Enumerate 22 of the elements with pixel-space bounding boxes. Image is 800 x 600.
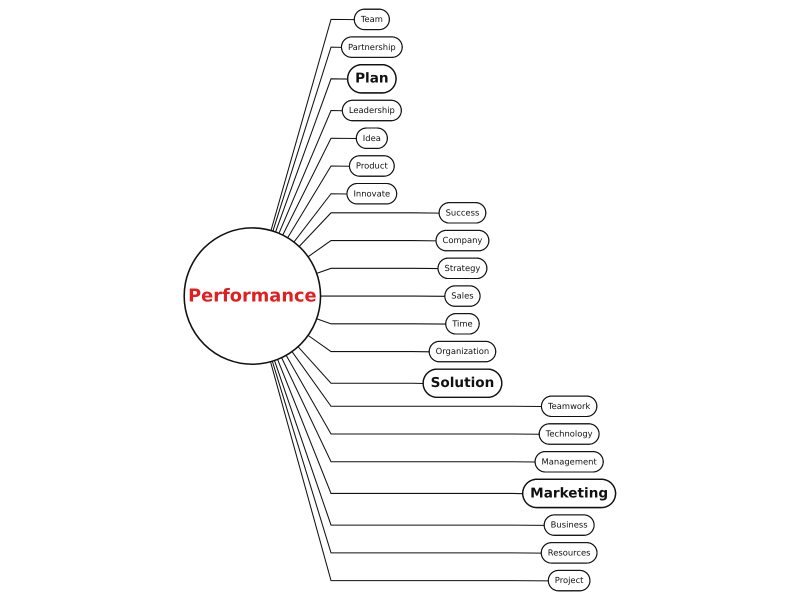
connector bbox=[282, 138, 357, 236]
connector bbox=[298, 212, 440, 247]
connector bbox=[308, 240, 436, 258]
connector bbox=[316, 268, 438, 274]
connector bbox=[286, 355, 540, 435]
connector bbox=[270, 18, 355, 231]
node-circle: Performance bbox=[184, 227, 322, 366]
connector bbox=[277, 359, 524, 494]
connector bbox=[294, 193, 348, 242]
connector bbox=[275, 78, 348, 232]
connector bbox=[308, 334, 430, 352]
connector bbox=[292, 351, 542, 408]
connector bbox=[320, 296, 446, 297]
connector bbox=[278, 110, 343, 234]
connector bbox=[298, 346, 424, 384]
connector bbox=[272, 361, 542, 554]
connector bbox=[274, 360, 545, 526]
connector bbox=[281, 357, 536, 463]
connector bbox=[272, 46, 342, 232]
connector bbox=[287, 165, 350, 238]
connector bbox=[270, 362, 549, 582]
connector bbox=[316, 318, 446, 325]
